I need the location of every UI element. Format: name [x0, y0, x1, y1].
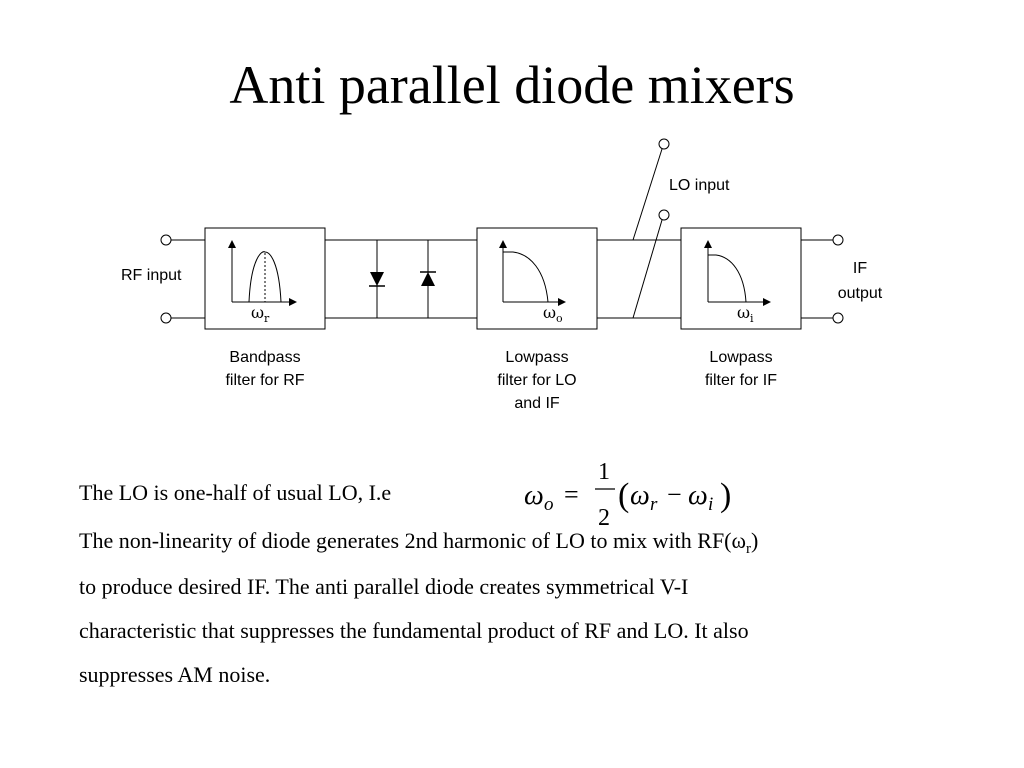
rf-input-terminal-bottom: [160, 312, 172, 324]
bandpass-omega-r: ωr: [251, 303, 270, 325]
if-output-terminal-bottom: [832, 312, 844, 324]
bandpass-caption: Bandpass filter for RF: [225, 349, 305, 389]
svg-text:): ): [720, 477, 731, 514]
lowpass-if-filter-block: ωi: [680, 227, 802, 330]
bandpass-filter-block: ωr: [204, 227, 326, 330]
lowpass-omega-i: ωi: [737, 303, 754, 325]
svg-text:−: −: [667, 480, 682, 509]
svg-text:o: o: [544, 494, 554, 515]
anti-parallel-diodes: [369, 240, 436, 318]
svg-text:r: r: [650, 494, 658, 515]
lowpass-if-caption: Lowpass filter for IF: [704, 349, 777, 389]
text-line-4: characteristic that suppresses the funda…: [79, 618, 749, 643]
mixer-circuit-diagram: RF input ωr ωo: [121, 138, 883, 330]
lo-input-terminal-bottom: [658, 209, 670, 221]
svg-text:ω: ω: [688, 480, 708, 511]
svg-text:ω: ω: [524, 480, 544, 511]
lowpass-lo-filter-block: ωo: [476, 227, 598, 330]
lo-lead-bottom: [632, 219, 663, 319]
lo-input-label: LO input: [669, 177, 730, 194]
diode-down-icon: [370, 272, 384, 286]
equation-svg: ω o = 1 2 ( ω r − ω i ): [524, 459, 731, 531]
svg-text:ω: ω: [630, 480, 650, 511]
if-output-label-line1: IF: [853, 260, 867, 277]
text-line-1: The LO is one-half of usual LO, I.e: [79, 480, 392, 505]
diode-up-icon: [421, 272, 435, 286]
rf-input-label: RF input: [121, 267, 182, 284]
lowpass-lo-caption: Lowpass filter for LO and IF: [497, 349, 577, 412]
svg-text:2: 2: [598, 505, 610, 531]
text-line-3: to produce desired IF. The anti parallel…: [79, 574, 689, 599]
svg-text:1: 1: [598, 459, 610, 485]
text-line-2: The non-linearity of diode generates 2nd…: [79, 528, 759, 557]
lo-lead-top: [632, 148, 663, 241]
if-output-terminal-top: [832, 234, 844, 246]
if-output-label-line2: output: [838, 285, 883, 302]
text-line-5: suppresses AM noise.: [79, 662, 271, 687]
svg-text:i: i: [708, 494, 713, 515]
svg-text:=: =: [564, 480, 579, 509]
lo-input-terminal-top: [658, 138, 670, 150]
rf-input-terminal-top: [160, 234, 172, 246]
lowpass-omega-o: ωo: [543, 303, 563, 325]
lo-frequency-equation: ω o = 1 2 ( ω r − ω i ): [522, 456, 762, 541]
svg-text:(: (: [618, 477, 629, 514]
slide-title: Anti parallel diode mixers: [229, 55, 795, 115]
